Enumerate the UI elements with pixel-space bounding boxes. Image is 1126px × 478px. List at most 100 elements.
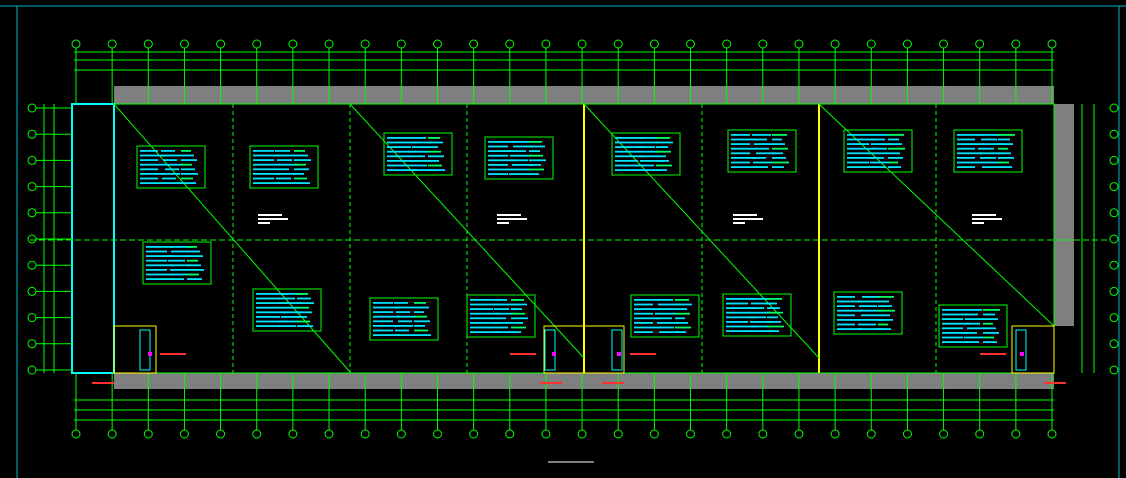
axis-circle <box>505 39 515 49</box>
note-panel <box>484 136 554 180</box>
axis-circle <box>758 39 768 49</box>
axis-circle <box>360 39 370 49</box>
axis-circle <box>71 429 81 439</box>
note-panel <box>843 129 913 173</box>
axis-circle <box>288 429 298 439</box>
axis-circle <box>939 429 949 439</box>
axis-circle <box>975 429 985 439</box>
axis-circle <box>1011 39 1021 49</box>
right-axis-circles <box>1109 103 1119 375</box>
south-wall-band <box>114 373 1054 389</box>
axis-circle <box>577 39 587 49</box>
note-panel <box>630 294 700 338</box>
axis-circle <box>27 234 37 244</box>
axis-circle <box>179 429 189 439</box>
axis-circle <box>252 429 262 439</box>
note-panel <box>252 288 322 332</box>
top-dimension-lines <box>74 51 1054 71</box>
axis-circle <box>216 39 226 49</box>
axis-circle <box>830 429 840 439</box>
note-panel <box>136 145 206 189</box>
axis-circle <box>1047 429 1057 439</box>
bottom-dimension-lines <box>74 399 1054 421</box>
axis-circle <box>1109 313 1119 323</box>
note-panel <box>369 297 439 341</box>
note-panel <box>466 294 536 338</box>
axis-circle <box>324 429 334 439</box>
axis-circle <box>975 39 985 49</box>
axis-circle <box>396 39 406 49</box>
axis-circle <box>107 429 117 439</box>
axis-circle <box>216 429 226 439</box>
door-markers <box>148 352 1024 356</box>
axis-circle <box>27 365 37 375</box>
axis-circle <box>143 429 153 439</box>
note-panel <box>383 132 453 176</box>
axis-circle <box>179 39 189 49</box>
axis-circle <box>27 103 37 113</box>
axis-circle <box>577 429 587 439</box>
axis-circle <box>1109 103 1119 113</box>
axis-circle <box>541 39 551 49</box>
east-wall-band <box>1054 104 1074 326</box>
axis-circle <box>1047 39 1057 49</box>
axis-circle <box>613 429 623 439</box>
note-panel <box>833 291 903 335</box>
axis-circle <box>27 155 37 165</box>
axis-circle <box>830 39 840 49</box>
axis-circle <box>902 429 912 439</box>
note-panel <box>142 241 212 285</box>
note-panel <box>722 293 792 337</box>
axis-circle <box>469 39 479 49</box>
bottom-axis-circles <box>71 429 1057 439</box>
axis-circle <box>1011 429 1021 439</box>
axis-circle <box>939 39 949 49</box>
vertical-axis-lines <box>75 48 1053 430</box>
axis-circle <box>1109 129 1119 139</box>
note-panel <box>727 129 797 173</box>
north-wall-band <box>114 86 1054 104</box>
axis-circle <box>360 429 370 439</box>
axis-circle <box>1109 286 1119 296</box>
axis-circle <box>902 39 912 49</box>
note-panel <box>611 132 681 176</box>
stair-inner <box>139 329 1027 371</box>
axis-circle <box>794 429 804 439</box>
note-panel <box>249 145 319 189</box>
axis-circle <box>396 429 406 439</box>
axis-circle <box>27 260 37 270</box>
axis-circle <box>505 429 515 439</box>
red-tags <box>92 353 1066 384</box>
axis-circle <box>649 39 659 49</box>
axis-circle <box>71 39 81 49</box>
axis-circle <box>432 39 442 49</box>
axis-circle <box>649 429 659 439</box>
axis-circle <box>1109 260 1119 270</box>
axis-circle <box>1109 208 1119 218</box>
axis-circle <box>27 313 37 323</box>
axis-circle <box>541 429 551 439</box>
axis-circle <box>866 429 876 439</box>
axis-circle <box>1109 182 1119 192</box>
axis-circle <box>613 39 623 49</box>
axis-circle <box>1109 365 1119 375</box>
axis-circle <box>288 39 298 49</box>
axis-circle <box>1109 234 1119 244</box>
axis-circle <box>794 39 804 49</box>
west-stair-block <box>71 103 115 374</box>
room-tags <box>258 214 1002 224</box>
top-axis-circles <box>71 39 1057 49</box>
axis-circle <box>143 39 153 49</box>
axis-circle <box>252 39 262 49</box>
axis-circle <box>27 339 37 349</box>
note-panel <box>953 129 1023 173</box>
axis-circle <box>27 208 37 218</box>
stair-blocks <box>113 325 1055 374</box>
annotation-panels <box>136 129 1023 348</box>
axis-circle <box>1109 155 1119 165</box>
axis-circle <box>27 286 37 296</box>
axis-circle <box>107 39 117 49</box>
axis-circle <box>758 429 768 439</box>
axis-circle <box>432 429 442 439</box>
